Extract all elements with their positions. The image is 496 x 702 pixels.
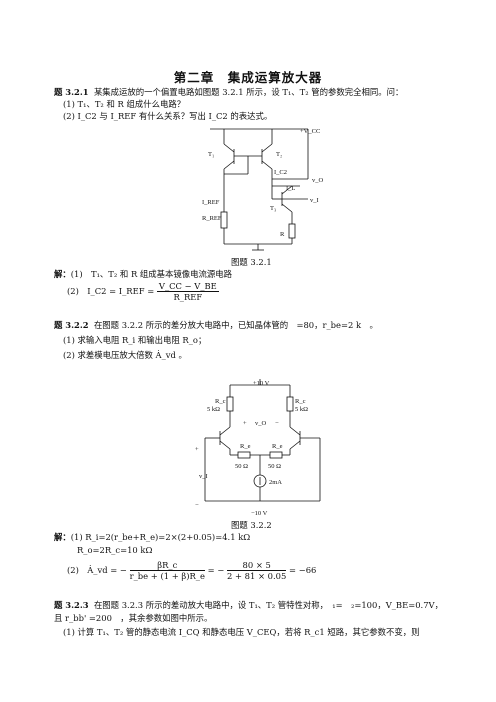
question-2: (2) I_C2 与 I_REF 有什么关系？写出 I_C2 的表达式。: [63, 111, 273, 121]
figure-caption-3-2-1: 图题 3.2.1: [231, 257, 272, 267]
label-vpos: +10 V: [253, 380, 270, 387]
label-input-minus: −: [195, 502, 199, 509]
question-1: (1) 计算 T₁、T₂ 管的静态电流 I_CQ 和静态电压 V_CEQ，若将 …: [63, 627, 420, 637]
question-1: (1) 求输入电阻 R_i 和输出电阻 R_o；: [63, 335, 207, 345]
problem-3-2-3-text2: 且 r_bb' =200 ，其余参数如图中所示。: [54, 613, 213, 623]
problem-number: 题 3.2.2: [54, 320, 89, 330]
solution-3-2-2-line1: 解：(1) R_i=2(r_be+R_e)=2×(2+0.05)=4.1 kΩ: [54, 532, 250, 543]
label-il: I_L: [286, 185, 295, 192]
formula-prefix: (2) Ȧ_vd = −: [67, 565, 127, 575]
solution-3-2-2-line2: R_o=2R_c=10 kΩ: [77, 545, 153, 555]
solution-3-2-1-line1: 解：(1) T₁、T₂ 和 R 组成基本镜像电流源电路: [54, 269, 232, 280]
formula-denominator-2: 2 + 81 × 0.05: [227, 571, 287, 581]
label-rref: R_REF: [202, 215, 222, 222]
problem-3-2-1-text: 题 3.2.1 某集成运放的一个偏置电路如图题 3.2.1 所示，设 T₁、T₂…: [54, 87, 403, 98]
problem-number: 题 3.2.3: [54, 600, 89, 610]
formula-numerator-2: 80 × 5: [227, 560, 287, 571]
label-minus: −: [275, 420, 279, 427]
label-rc1-value: 5 kΩ: [207, 406, 220, 413]
solution-3-2-2-line3: (2) Ȧ_vd = − βR_c r_be + (1 + β)R_e = − …: [67, 560, 316, 581]
label-vo: v_O: [312, 177, 324, 184]
label-vi: v_I: [310, 197, 319, 204]
formula-denominator: R_REF: [173, 292, 203, 302]
solution-text: (1) R_i=2(r_be+R_e)=2×(2+0.05)=4.1 kΩ: [70, 532, 251, 542]
formula-numerator-1: βR_c: [129, 560, 205, 571]
solution-label: 解：: [54, 269, 71, 279]
solution-3-2-1-line2: (2) I_C2 = I_REF = V_CC − V_BE R_REF: [67, 281, 219, 302]
formula-fraction: V_CC − V_BE R_REF: [156, 281, 219, 302]
problem-statement: 在图题 3.2.3 所示的差动放大电路中，设 T₁、T₂ 管特性对称， ₁= ₂…: [93, 600, 443, 610]
label-vi: v_I: [199, 473, 208, 480]
formula-fraction-1: βR_c r_be + (1 + β)R_e: [129, 560, 205, 581]
label-current-source: 2mA: [269, 479, 282, 486]
label-re1: R_e: [240, 443, 251, 450]
label-plus: +: [243, 420, 247, 427]
label-vneg: −10 V: [251, 510, 268, 517]
formula-equals: = −: [207, 565, 225, 575]
label-r: R: [280, 231, 285, 238]
label-t1: T₁: [208, 151, 214, 158]
problem-statement: 在图题 3.2.2 所示的差分放大电路中，已知晶体管的 =80，r_be=2 k…: [93, 320, 378, 330]
question-1: (1) T₁、T₂ 和 R 组成什么电路？: [63, 99, 186, 109]
problem-number: 题 3.2.1: [54, 87, 89, 97]
label-rc2-value: 5 kΩ: [295, 406, 308, 413]
solution-label: 解：: [54, 532, 71, 542]
label-t3: T₃: [270, 205, 276, 212]
label-input-plus: +: [195, 446, 199, 453]
label-vo: v_O: [255, 420, 267, 427]
question-2: (2) 求差模电压放大倍数 Ȧ_vd 。: [63, 350, 187, 360]
formula-result: = −66: [289, 565, 317, 575]
figure-caption-3-2-2: 图题 3.2.2: [231, 520, 272, 530]
problem-statement: 某集成运放的一个偏置电路如图题 3.2.1 所示，设 T₁、T₂ 管的参数完全相…: [93, 87, 404, 97]
circuit-diagram-3-2-1: +V_CC T₁ T₂ I_C2 I_L v_O T₃ v_I I_REF R_…: [202, 128, 324, 251]
circuit-diagram-3-2-2: +10 V R_c 5 kΩ R_c 5 kΩ + v_O − R_e R_e …: [195, 379, 321, 517]
formula-prefix: (2) I_C2 = I_REF =: [67, 286, 155, 296]
label-re1-value: 50 Ω: [235, 463, 248, 470]
label-ic2: I_C2: [274, 169, 287, 176]
formula-numerator: V_CC − V_BE: [156, 281, 219, 292]
chapter-title: 第二章 集成运算放大器: [173, 70, 323, 85]
problem-3-2-3-text: 题 3.2.3 在图题 3.2.3 所示的差动放大电路中，设 T₁、T₂ 管特性…: [54, 600, 443, 611]
label-rc1: R_c: [215, 398, 226, 405]
label-re2-value: 50 Ω: [268, 463, 281, 470]
label-re2: R_e: [272, 443, 283, 450]
solution-text: (1) T₁、T₂ 和 R 组成基本镜像电流源电路: [70, 269, 233, 279]
label-vcc: +V_CC: [300, 128, 320, 135]
formula-fraction-2: 80 × 5 2 + 81 × 0.05: [227, 560, 287, 581]
formula-denominator-1: r_be + (1 + β)R_e: [129, 571, 205, 581]
label-t2: T₂: [276, 151, 282, 158]
problem-3-2-2-text: 题 3.2.2 在图题 3.2.2 所示的差分放大电路中，已知晶体管的 =80，…: [54, 320, 378, 331]
label-iref: I_REF: [202, 199, 220, 206]
label-rc2: R_c: [295, 398, 306, 405]
